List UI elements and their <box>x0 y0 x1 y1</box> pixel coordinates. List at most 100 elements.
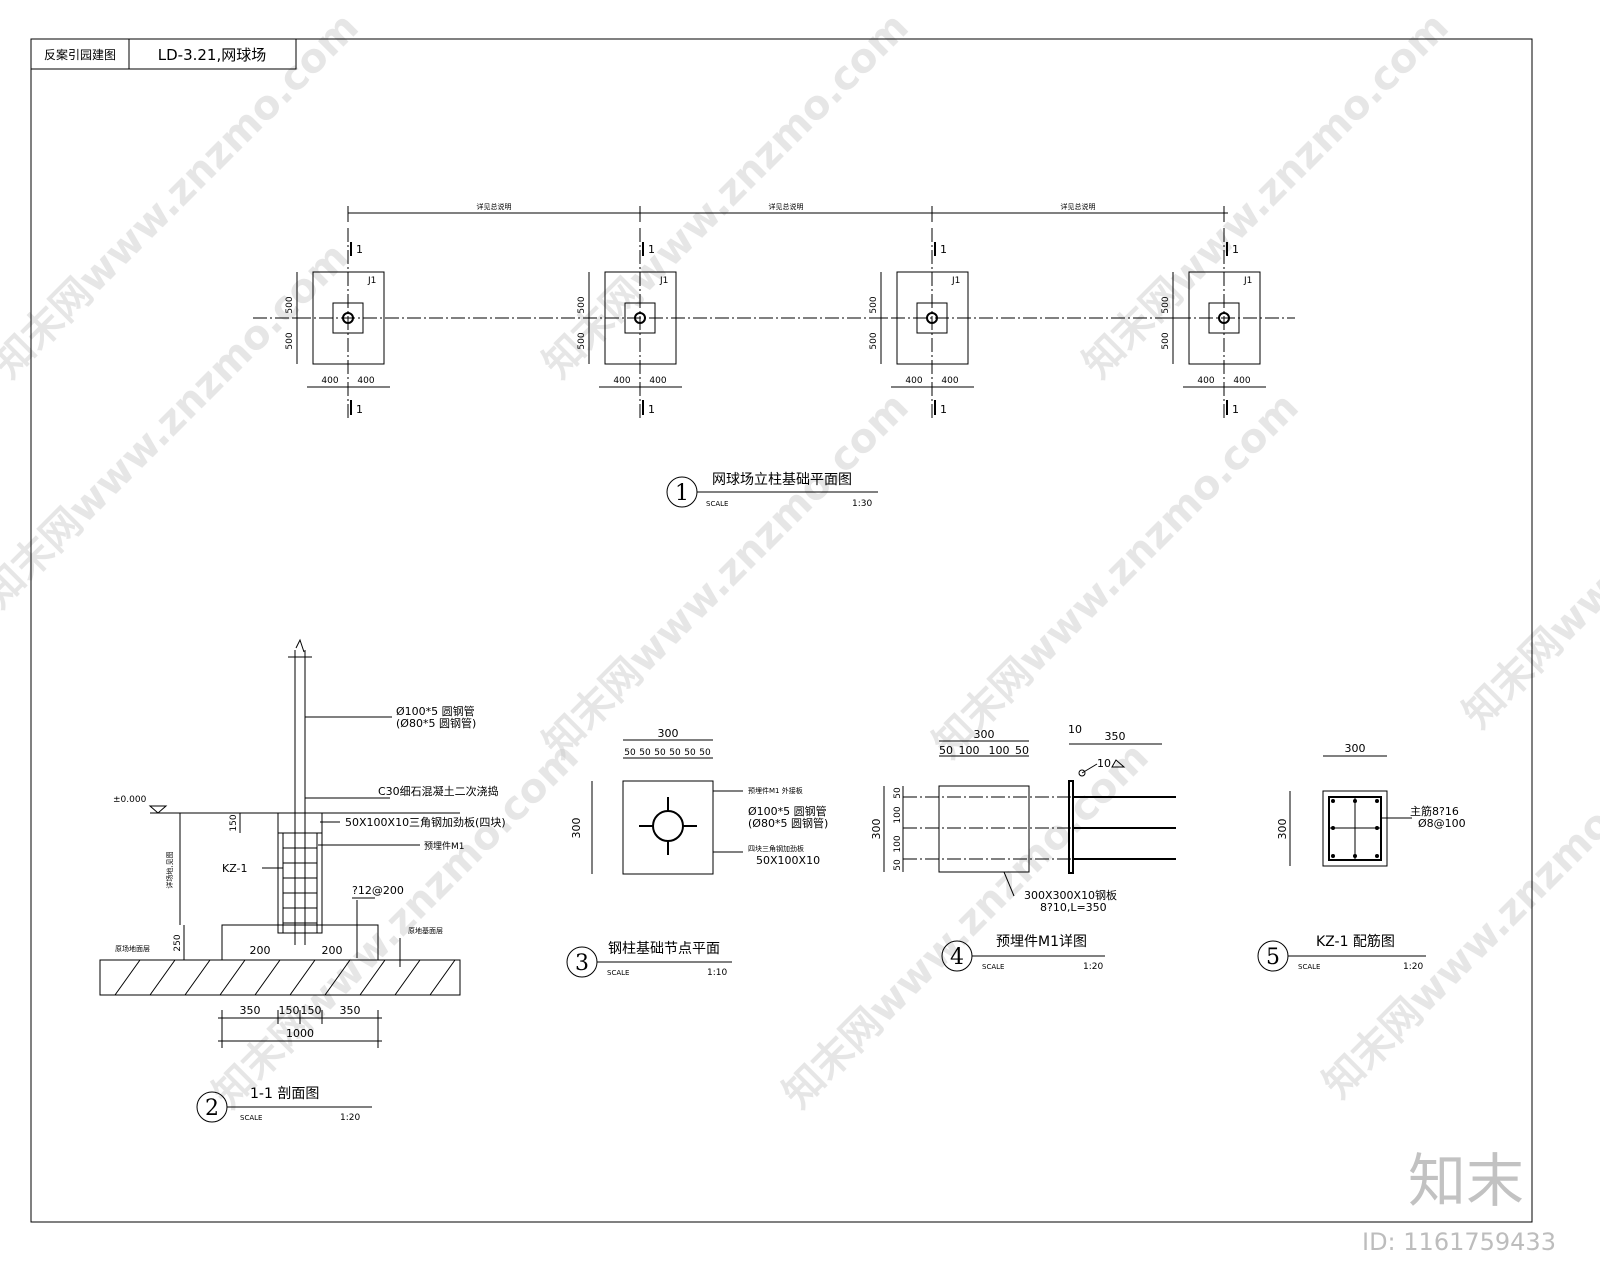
drawing-title-3: 3 钢柱基础节点平面 SCALE 1:10 <box>566 940 732 978</box>
pipe-note: Ø100*5 圆钢管 <box>748 804 827 818</box>
drawing-title: 钢柱基础节点平面 <box>608 940 720 957</box>
dim-50: 50 <box>654 748 666 758</box>
drawing-title: 网球场立柱基础平面图 <box>712 471 852 488</box>
image-id: ID: 1161759433 <box>1362 1228 1556 1256</box>
dim-400: 400 <box>321 376 338 386</box>
dim-500: 500 <box>285 296 295 313</box>
weld-size: 10 <box>1097 757 1111 770</box>
embed-note: 预埋件M1 <box>424 840 465 852</box>
dim-350: 350 <box>240 1004 261 1017</box>
drawing-title: 预埋件M1详图 <box>996 934 1087 950</box>
dim-100: 100 <box>959 744 980 757</box>
footing-label: J1 <box>367 276 376 286</box>
dim-200: 200 <box>322 944 343 957</box>
footing: 1 1 J1 500 500 400 400 <box>285 228 390 418</box>
plate-note: 50X100X10三角钢加劲板(四块) <box>345 815 506 829</box>
dim-50: 50 <box>1015 744 1029 757</box>
footing: 1 1 J1 500 500 400 400 <box>1161 228 1266 418</box>
bar-note: 8?10,L=350 <box>1040 901 1107 914</box>
dim-50: 50 <box>699 748 711 758</box>
drawing-number: 5 <box>1266 945 1280 970</box>
footing: 1 1 J1 500 500 400 400 <box>869 228 974 418</box>
dim-500: 500 <box>577 296 587 313</box>
section-mark: 1 <box>940 403 947 416</box>
watermark-text: 知末网www.znzmo.com <box>535 384 918 767</box>
dim-100: 100 <box>893 835 903 852</box>
sheet-frame <box>30 38 1533 1223</box>
scale-label: SCALE <box>1298 963 1320 971</box>
pipe-note-alt: (Ø80*5 圆钢管) <box>396 716 476 730</box>
foundation-plan: 详见总说明 详见总说明 详见总说明 1 1 J1 500 500 400 400 <box>253 202 1295 509</box>
drawing-number: 2 <box>205 1096 219 1121</box>
plate-note: 300X300X10钢板 <box>1024 888 1117 902</box>
footing-label: J1 <box>1243 276 1252 286</box>
drawing-title-1: 1 网球场立柱基础平面图 SCALE 1:30 <box>666 471 878 509</box>
dim-50: 50 <box>939 744 953 757</box>
dim-350: 350 <box>1105 730 1126 743</box>
section-1-1: ±0.000 <box>99 638 506 1123</box>
bar-note: ?12@200 <box>352 884 404 897</box>
section-mark: 1 <box>940 243 947 256</box>
scale-value: 1:20 <box>1403 962 1423 972</box>
node-plan: 300 50 50 50 50 50 50 300 预埋件M1 外接板 Ø100… <box>566 727 828 978</box>
sheet-number: LD-3.21,网球场 <box>158 46 267 64</box>
section-mark: 1 <box>648 243 655 256</box>
drawing-number: 1 <box>675 481 689 506</box>
dim-300: 300 <box>1345 742 1366 755</box>
column-label: KZ-1 <box>222 862 248 875</box>
watermark-text: 知末网www.znzmo.com <box>1455 354 1600 737</box>
dim-400: 400 <box>1197 376 1214 386</box>
drawing-title: 1-1 剖面图 <box>250 1086 319 1102</box>
scale-value: 1:20 <box>1083 962 1103 972</box>
right-note: 原地基面层 <box>408 926 443 935</box>
dim-400: 400 <box>649 376 666 386</box>
pipe-note-alt: (Ø80*5 圆钢管) <box>748 816 828 830</box>
watermark-text: 知末网www.znzmo.com <box>1075 4 1458 387</box>
brand-logo: 知末 <box>1408 1147 1524 1215</box>
title-block: 反案引园建图 LD-3.21,网球场 <box>30 38 297 70</box>
scale-value: 1:20 <box>340 1113 360 1123</box>
concrete-note: C30细石混凝土二次浇捣 <box>378 784 499 798</box>
elevation: ±0.000 <box>113 795 147 805</box>
scale-label: SCALE <box>706 500 728 508</box>
dim-500: 500 <box>1161 296 1171 313</box>
section-mark: 1 <box>1232 243 1239 256</box>
vert-note: 详场地,见图 <box>165 851 174 888</box>
drawing-number: 4 <box>950 945 964 970</box>
dim-400: 400 <box>613 376 630 386</box>
dim-300: 300 <box>870 819 883 840</box>
footing-label: J1 <box>951 276 960 286</box>
dim-50: 50 <box>893 859 903 871</box>
dim-300: 300 <box>974 728 995 741</box>
stirrup: Ø8@100 <box>1418 817 1466 830</box>
section-mark: 1 <box>356 403 363 416</box>
dim-300: 300 <box>658 727 679 740</box>
dim-1000: 1000 <box>286 1027 314 1040</box>
drawing-number: 3 <box>575 951 589 976</box>
plate-size: 50X100X10 <box>756 854 820 867</box>
drawing-title: KZ-1 配筋图 <box>1316 933 1395 950</box>
footing: 1 1 J1 500 500 400 400 <box>577 228 682 418</box>
dim-300: 300 <box>570 818 583 839</box>
footing-label: J1 <box>659 276 668 286</box>
section-mark: 1 <box>1232 403 1239 416</box>
scale-value: 1:10 <box>707 968 727 978</box>
dim-500: 500 <box>285 332 295 349</box>
dim-150: 150 <box>279 1004 300 1017</box>
dim-150: 150 <box>229 814 239 831</box>
dim-500: 500 <box>869 332 879 349</box>
dim-50: 50 <box>639 748 651 758</box>
dim-500: 500 <box>577 332 587 349</box>
span-note: 详见总说明 <box>477 202 512 211</box>
embed-m1-detail: 300 50 100 100 50 300 50 100 100 50 10 3… <box>870 723 1176 972</box>
scale-label: SCALE <box>240 1114 262 1122</box>
scale-label: SCALE <box>607 969 629 977</box>
dim-200: 200 <box>250 944 271 957</box>
dim-50: 50 <box>684 748 696 758</box>
embed-note: 预埋件M1 外接板 <box>748 786 803 795</box>
dim-50: 50 <box>624 748 636 758</box>
plate-note: 四块三角钢加劲板 <box>748 844 804 853</box>
span-note: 详见总说明 <box>769 202 804 211</box>
section-mark: 1 <box>356 243 363 256</box>
